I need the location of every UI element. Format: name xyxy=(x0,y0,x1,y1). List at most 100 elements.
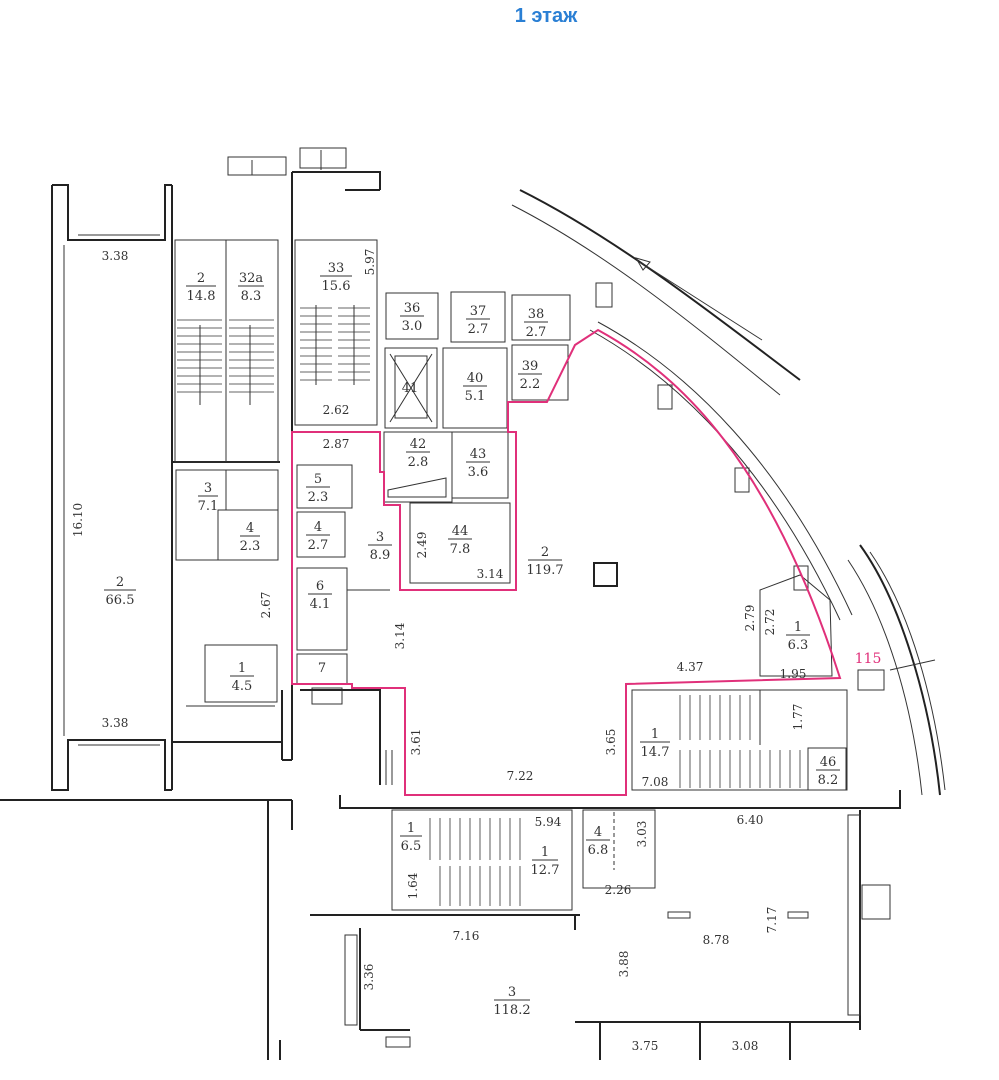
svg-text:6.8: 6.8 xyxy=(588,843,609,858)
svg-text:119.7: 119.7 xyxy=(526,563,563,578)
svg-text:2.7: 2.7 xyxy=(468,322,489,337)
room-46: 468.2 xyxy=(816,755,840,788)
svg-text:7.1: 7.1 xyxy=(198,499,219,514)
dim: 5.97 xyxy=(363,249,377,276)
dim: 16.10 xyxy=(71,503,85,537)
room-40: 405.1 xyxy=(463,371,487,404)
room-2b: 214.8 xyxy=(186,271,216,304)
svg-text:43: 43 xyxy=(470,447,487,462)
svg-text:46: 46 xyxy=(820,755,837,770)
svg-text:1: 1 xyxy=(794,620,802,635)
dim: 1.95 xyxy=(780,667,807,681)
svg-text:15.6: 15.6 xyxy=(322,279,351,294)
dim: 3.36 xyxy=(362,964,376,991)
svg-text:14.7: 14.7 xyxy=(641,745,670,760)
svg-text:36: 36 xyxy=(404,301,421,316)
dim: 3.65 xyxy=(604,729,618,756)
svg-text:14.8: 14.8 xyxy=(187,289,216,304)
svg-text:1: 1 xyxy=(651,727,659,742)
svg-text:4.1: 4.1 xyxy=(310,597,331,612)
room-3a: 37.1 xyxy=(198,481,219,514)
room-4b: 42.7 xyxy=(306,520,330,553)
room-44: 447.8 xyxy=(448,524,472,557)
room-3b: 38.9 xyxy=(368,530,392,563)
room-36: 363.0 xyxy=(400,301,424,334)
dim: 3.03 xyxy=(635,821,649,848)
room-37: 372.7 xyxy=(466,304,490,337)
room-1e: 112.7 xyxy=(531,845,560,878)
svg-text:2.2: 2.2 xyxy=(520,377,541,392)
svg-text:6: 6 xyxy=(316,579,324,594)
svg-text:2.7: 2.7 xyxy=(526,325,547,340)
room-1a: 14.5 xyxy=(230,661,254,694)
dim: 8.78 xyxy=(703,933,730,947)
room-5: 52.3 xyxy=(306,472,330,505)
svg-text:3: 3 xyxy=(204,481,212,496)
svg-text:39: 39 xyxy=(522,359,539,374)
svg-text:41: 41 xyxy=(402,381,419,396)
room-3c: 3 118.2 xyxy=(493,985,530,1018)
svg-text:66.5: 66.5 xyxy=(106,593,135,608)
svg-text:4: 4 xyxy=(246,521,254,536)
stairs xyxy=(177,305,801,906)
svg-text:44: 44 xyxy=(452,524,469,539)
svg-text:38: 38 xyxy=(528,307,545,322)
dim: 3.75 xyxy=(632,1039,659,1053)
svg-text:2: 2 xyxy=(541,545,549,560)
svg-text:42: 42 xyxy=(410,437,427,452)
room-39: 392.2 xyxy=(518,359,542,392)
dim: 3.08 xyxy=(732,1039,759,1053)
dim: 2.67 xyxy=(259,592,273,619)
dim: 7.17 xyxy=(765,907,779,934)
room-43: 433.6 xyxy=(466,447,490,480)
room-1c: 114.7 xyxy=(640,727,670,760)
svg-text:4: 4 xyxy=(594,825,602,840)
dim: 2.49 xyxy=(415,532,429,559)
room-1d: 16.5 xyxy=(400,821,422,854)
dim: 2.87 xyxy=(323,437,350,451)
room-41: 41 xyxy=(402,381,419,396)
dim: 2.72 xyxy=(763,609,777,636)
room-2a: 266.5 xyxy=(104,575,136,608)
svg-text:118.2: 118.2 xyxy=(493,1003,530,1018)
dimension-labels: 3.38 3.38 16.10 5.97 2.62 2.87 2.67 3.14… xyxy=(71,249,806,1053)
dim: 3.38 xyxy=(102,249,129,263)
dim: 1.64 xyxy=(406,872,420,899)
area-marker: 115 xyxy=(855,651,882,667)
svg-text:8.2: 8.2 xyxy=(818,773,839,788)
svg-text:5.1: 5.1 xyxy=(465,389,486,404)
svg-text:37: 37 xyxy=(470,304,487,319)
svg-text:2.7: 2.7 xyxy=(308,538,329,553)
svg-text:1: 1 xyxy=(541,845,549,860)
svg-text:40: 40 xyxy=(467,371,484,386)
room-4c: 46.8 xyxy=(586,825,610,858)
dim: 2.62 xyxy=(323,403,350,417)
dim: 6.40 xyxy=(737,813,764,827)
dim: 7.08 xyxy=(642,775,669,789)
svg-text:4: 4 xyxy=(314,520,322,535)
svg-text:4.5: 4.5 xyxy=(232,679,253,694)
curved-facade xyxy=(511,189,946,796)
dim: 3.14 xyxy=(477,567,504,581)
leased-area-boundary xyxy=(291,328,842,796)
svg-text:7.8: 7.8 xyxy=(450,542,471,557)
svg-text:1: 1 xyxy=(407,821,415,836)
svg-text:12.7: 12.7 xyxy=(531,863,560,878)
svg-text:7: 7 xyxy=(318,661,326,676)
dim: 3.14 xyxy=(393,622,407,649)
svg-text:5: 5 xyxy=(314,472,322,487)
room-38: 382.7 xyxy=(524,307,548,340)
room-7: 7 xyxy=(318,661,326,676)
svg-text:3: 3 xyxy=(508,985,516,1000)
svg-text:2: 2 xyxy=(116,575,124,590)
svg-text:3: 3 xyxy=(376,530,384,545)
room-6: 64.1 xyxy=(308,579,332,612)
svg-text:2.3: 2.3 xyxy=(240,539,261,554)
svg-text:2: 2 xyxy=(197,271,205,286)
dim: 5.94 xyxy=(535,815,562,829)
dim: 3.88 xyxy=(617,951,631,978)
dim: 1.77 xyxy=(791,704,805,731)
